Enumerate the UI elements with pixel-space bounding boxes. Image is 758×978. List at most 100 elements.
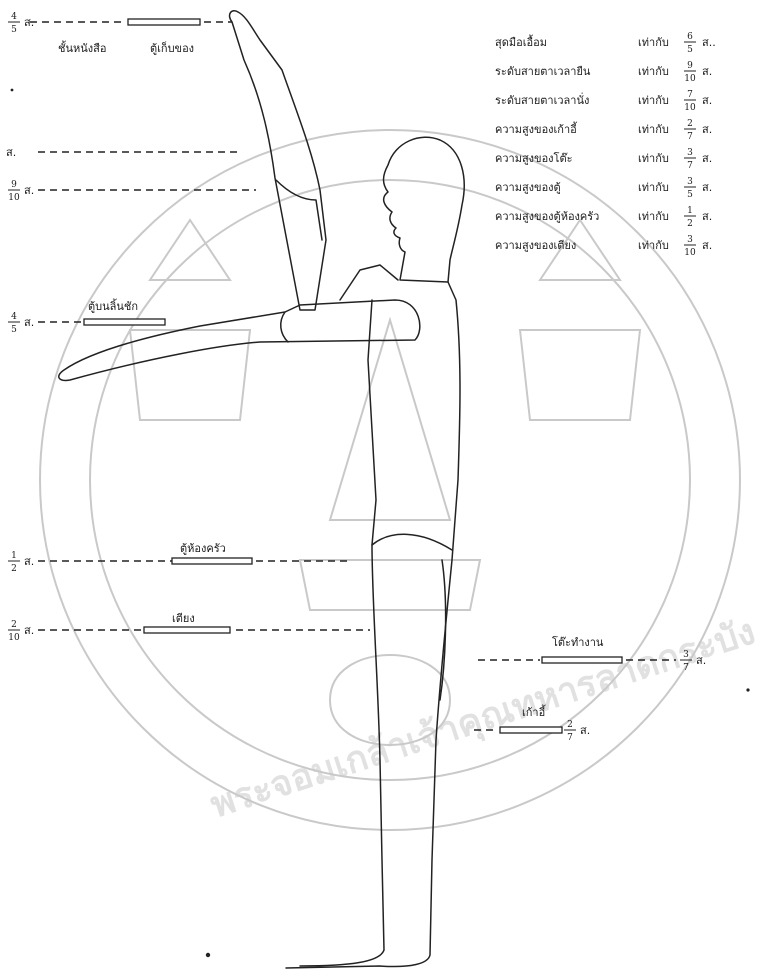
fraction: 45 <box>8 312 20 335</box>
fraction: 45 <box>8 12 20 35</box>
furniture-label: ตู้ห้องครัว <box>180 542 226 555</box>
fraction-numerator: 4 <box>11 12 17 22</box>
fraction-denominator: 5 <box>687 190 693 200</box>
furniture-bar <box>500 727 562 733</box>
left-markers: 45ส.ชั้นหนังสือตู้เก็บของส.910ส.45ส.ตู้บ… <box>6 12 370 643</box>
fraction-numerator: 9 <box>687 61 693 71</box>
fraction-numerator: 4 <box>11 312 17 322</box>
marker-unit: ส. <box>24 624 34 637</box>
marker-unit: ส. <box>580 724 590 737</box>
table-row: ความสูงของตู้ห้องครัวเท่ากับ12ส. <box>495 206 712 229</box>
furniture-bar <box>542 657 622 663</box>
fraction-denominator: 7 <box>683 663 689 673</box>
scan-dot <box>206 953 210 957</box>
fraction-numerator: 1 <box>11 551 17 561</box>
fraction-numerator: 2 <box>567 720 573 730</box>
table-item-label: ความสูงของตู้ห้องครัว <box>495 210 599 223</box>
left-height-marker: 45ส.ชั้นหนังสือตู้เก็บของ <box>8 12 232 55</box>
fraction-numerator: 9 <box>11 180 17 190</box>
furniture-bar <box>144 627 230 633</box>
table-equals-label: เท่ากับ <box>638 239 669 252</box>
table-item-label: ความสูงของโต๊ะ <box>495 151 573 165</box>
fraction-denominator: 5 <box>687 45 693 55</box>
watermark: พระจอมเกล้าเจ้าคุณทหารลาดกระบัง <box>40 130 758 830</box>
fraction: 910 <box>684 61 696 84</box>
fraction-numerator: 1 <box>687 206 693 216</box>
furniture-label: โต๊ะทำงาน <box>552 635 604 649</box>
fraction-denominator: 10 <box>684 103 696 113</box>
table-equals-label: เท่ากับ <box>638 94 669 107</box>
fraction-denominator: 10 <box>8 193 20 203</box>
marker-unit: ส. <box>24 316 34 329</box>
left-height-marker: ส. <box>6 146 240 159</box>
table-equals-label: เท่ากับ <box>638 65 669 78</box>
table-item-label: สุดมือเอื้อม <box>495 34 547 49</box>
table-unit: ส.. <box>702 36 716 49</box>
table-unit: ส. <box>702 94 712 107</box>
furniture-label: เตียง <box>172 612 195 625</box>
furniture-bar <box>84 319 165 325</box>
fraction: 310 <box>684 235 696 258</box>
marker-unit: ส. <box>24 184 34 197</box>
furniture-label: เก้าอี้ <box>522 704 546 719</box>
furniture-label: ตู้เก็บของ <box>150 41 194 55</box>
table-item-label: ความสูงของตู้ <box>495 181 561 194</box>
fraction-denominator: 10 <box>684 74 696 84</box>
watermark-bottom-text: พระจอมเกล้าเจ้าคุณทหารลาดกระบัง <box>206 611 758 828</box>
fraction-numerator: 3 <box>683 650 689 660</box>
table-item-label: ระดับสายตาเวลานั่ง <box>495 92 589 107</box>
table-unit: ส. <box>702 181 712 194</box>
fraction-denominator: 7 <box>687 161 693 171</box>
fraction: 210 <box>8 620 20 643</box>
fraction: 65 <box>684 32 696 55</box>
table-unit: ส. <box>702 239 712 252</box>
fraction-numerator: 6 <box>687 32 693 42</box>
fraction: 12 <box>684 206 696 229</box>
left-height-marker: 12 ส. ตู้ห้องครัว <box>8 542 350 574</box>
fraction-denominator: 7 <box>567 733 573 743</box>
fraction: 35 <box>684 177 696 200</box>
fraction-denominator: 10 <box>684 248 696 258</box>
marker-unit: ส. <box>6 146 16 159</box>
table-equals-label: เท่ากับ <box>638 152 669 165</box>
left-height-marker: 210 ส. เตียง <box>8 612 370 643</box>
scan-dot <box>11 89 14 92</box>
furniture-bar <box>128 19 200 25</box>
table-item-label: ความสูงของเก้าอี้ <box>495 121 578 136</box>
scan-dot <box>746 688 749 691</box>
table-equals-label: เท่ากับ <box>638 181 669 194</box>
fraction-numerator: 3 <box>687 235 693 245</box>
fraction: 27 <box>684 119 696 142</box>
fraction-denominator: 2 <box>687 219 693 229</box>
marker-unit: ส. <box>696 654 706 667</box>
fraction-numerator: 2 <box>687 119 693 129</box>
furniture-label: ตู้บนลิ้นชัก <box>88 298 138 313</box>
table-item-label: ระดับสายตาเวลายืน <box>495 65 591 78</box>
furniture-bar <box>172 558 252 564</box>
table-equals-label: เท่ากับ <box>638 210 669 223</box>
fraction-numerator: 7 <box>687 90 693 100</box>
fraction: 37 <box>684 148 696 171</box>
table-unit: ส. <box>702 210 712 223</box>
table-row: ความสูงของโต๊ะ เท่ากับ 37 ส. <box>495 148 712 171</box>
table-unit: ส. <box>702 152 712 165</box>
fraction-numerator: 3 <box>687 177 693 187</box>
table-equals-label: เท่ากับ <box>638 123 669 136</box>
table-equals-label: เท่ากับ <box>638 36 669 49</box>
fraction-numerator: 2 <box>11 620 17 630</box>
table-item-label: ความสูงของเตียง <box>495 239 576 252</box>
table-unit: ส. <box>702 65 712 78</box>
marker-unit: ส. <box>24 555 34 568</box>
fraction: 12 <box>8 551 20 574</box>
fraction: 910 <box>8 180 20 203</box>
fraction-denominator: 5 <box>11 25 17 35</box>
fraction: 710 <box>684 90 696 113</box>
